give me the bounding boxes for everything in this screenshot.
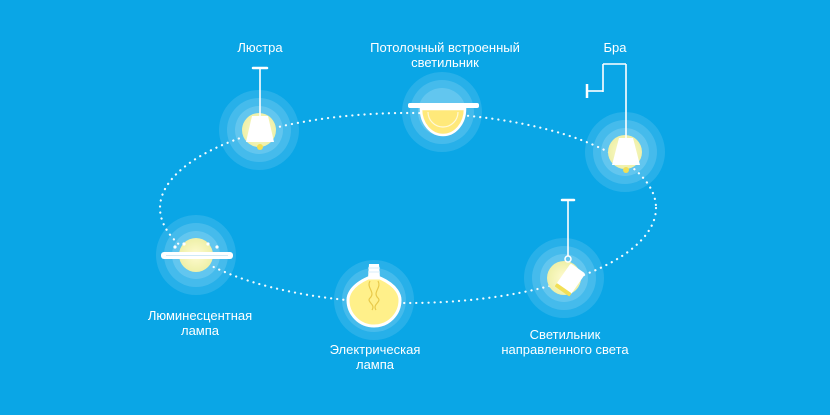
label-light-bulb: Электрическая лампа [310,342,440,372]
glow-spot [524,238,604,318]
label-spotlight: Светильник направленного света [490,327,640,357]
spotlight-icon [554,198,585,297]
label-line: Люминесцентная [147,308,253,323]
label-line: светильник [411,55,479,70]
label-chandelier: Люстра [210,40,310,55]
label-line: лампа [180,323,220,338]
label-line: Электрическая [329,342,421,357]
label-line: Светильник [529,327,601,342]
recessed-ceiling-light-icon [408,103,479,137]
label-line: лампа [355,357,395,372]
label-fluorescent-lamp: Люминесцентная лампа [130,308,270,338]
fluorescent-tube-icon [161,242,233,259]
label-recessed-ceiling-light: Потолочный встроенный светильник [345,40,545,70]
dotted-orbit-path [158,111,658,305]
label-line: Люстра [237,40,283,55]
label-wall-sconce: Бра [585,40,645,55]
light-bulb-icon [346,264,402,328]
label-line: Бра [603,40,627,55]
label-line: направленного света [501,342,629,357]
label-line: Потолочный встроенный [370,40,520,55]
wall-sconce-icon [585,63,640,173]
chandelier-icon [246,66,274,150]
